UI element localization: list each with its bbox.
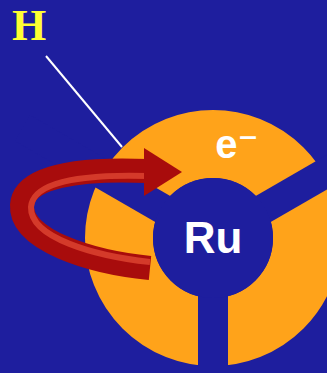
arrow-head [144, 148, 182, 196]
metal-label: Ru [184, 216, 243, 260]
metal-label-holder: Ru [184, 216, 243, 260]
metal-center: Ru [153, 178, 273, 298]
atom-label: H [12, 2, 46, 50]
electron-ring: Ru e⁻ [85, 110, 327, 366]
electron-label-holder: e⁻ [215, 124, 258, 164]
arrow-highlight [31, 176, 150, 262]
electron-label: e⁻ [215, 124, 258, 164]
rotation-arrow [22, 170, 150, 268]
atom-label-holder: H [12, 2, 46, 50]
